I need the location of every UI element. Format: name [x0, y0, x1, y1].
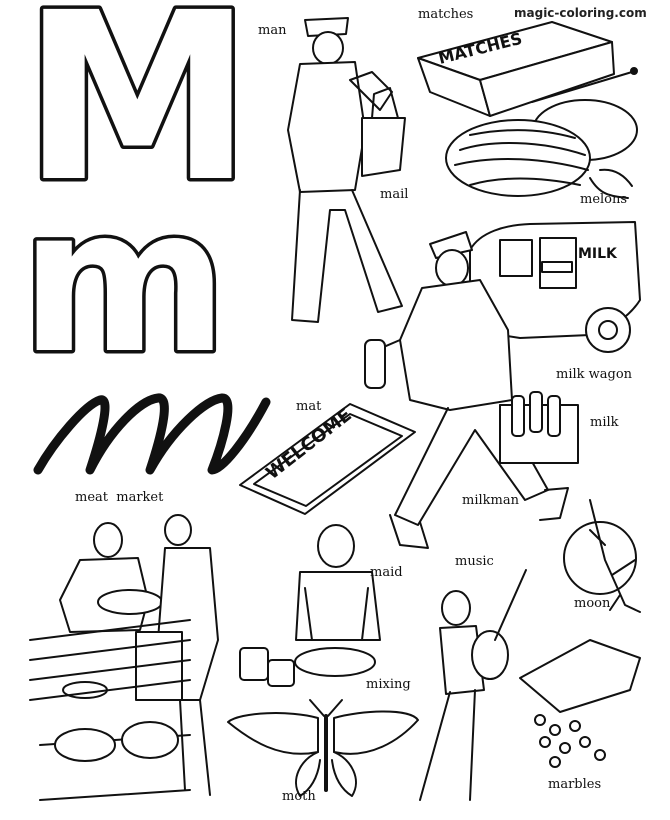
label-milk: milk [590, 415, 619, 430]
lowercase-m-letter: m [20, 165, 228, 398]
watermark-text: magic-coloring.com [514, 6, 647, 20]
milkman-illustration [364, 231, 579, 549]
music-girl-illustration [419, 569, 527, 801]
label-melons: melons [580, 192, 628, 207]
meat-market-illustration [29, 514, 219, 801]
maid-illustration [239, 524, 381, 687]
label-mail: mail [380, 187, 409, 202]
welcome-mat-illustration: WELCOME [239, 403, 416, 515]
matchbox-illustration: MATCHES [417, 21, 638, 117]
label-milk-wagon: milk wagon [556, 367, 633, 382]
moth-illustration [227, 699, 419, 797]
marbles-illustration [519, 639, 641, 768]
label-mixing: mixing [366, 677, 411, 692]
mailman-illustration [287, 17, 406, 323]
cursive-m-letter [33, 393, 271, 475]
label-moon: moon [574, 596, 611, 611]
milk-truck-illustration: MILK [469, 221, 641, 353]
melons-illustration [445, 99, 638, 199]
label-marbles: marbles [548, 777, 602, 792]
label-matches: matches [418, 7, 474, 22]
label-man: man [258, 23, 287, 38]
label-meat-market: meat market [75, 490, 164, 505]
moon-illustration [563, 499, 641, 613]
label-moth: moth [282, 789, 316, 804]
label-music: music [455, 554, 494, 569]
truck-sign-text: MILK [578, 246, 618, 262]
label-mat: mat [296, 399, 322, 414]
label-maid: maid [370, 565, 403, 580]
label-milkman: milkman [462, 493, 519, 508]
uppercase-m-letter: M [22, 0, 253, 233]
